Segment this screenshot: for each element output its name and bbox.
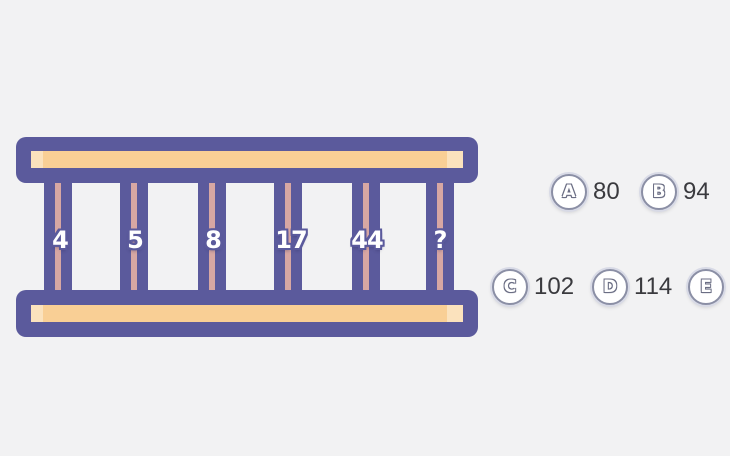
option-e[interactable]: E	[688, 267, 724, 307]
sequence-number-3: 8	[205, 226, 222, 254]
rung-3-stripe	[209, 182, 215, 292]
rung-6-stripe	[437, 182, 443, 292]
rung-2-stripe	[131, 182, 137, 292]
sequence-number-4: 17	[275, 226, 307, 254]
ladder-rungs	[44, 178, 454, 296]
option-e-badge[interactable]: E	[688, 269, 724, 305]
option-c-value: 102	[534, 273, 575, 300]
option-d-value: 114	[634, 273, 673, 300]
option-c[interactable]: C 102	[492, 267, 574, 307]
sequence-number-2: 5	[127, 226, 144, 254]
option-d-badge[interactable]: D	[592, 269, 628, 305]
sequence-number-5: 44	[351, 226, 383, 254]
top-rail	[16, 137, 478, 183]
bottom-rail	[16, 290, 478, 337]
option-b-badge[interactable]: B	[641, 174, 677, 210]
option-a[interactable]: A 80	[551, 172, 620, 212]
rung-5-stripe	[363, 182, 369, 292]
option-c-badge[interactable]: C	[492, 269, 528, 305]
option-a-badge[interactable]: A	[551, 174, 587, 210]
sequence-number-1: 4	[52, 226, 69, 254]
option-b-value: 94	[683, 178, 710, 205]
rung-4-stripe	[285, 182, 291, 292]
option-a-value: 80	[593, 178, 620, 205]
rung-1-stripe	[55, 182, 61, 292]
option-d[interactable]: D 114	[592, 267, 672, 307]
sequence-missing: ?	[433, 226, 448, 254]
option-b[interactable]: B 94	[641, 172, 710, 212]
